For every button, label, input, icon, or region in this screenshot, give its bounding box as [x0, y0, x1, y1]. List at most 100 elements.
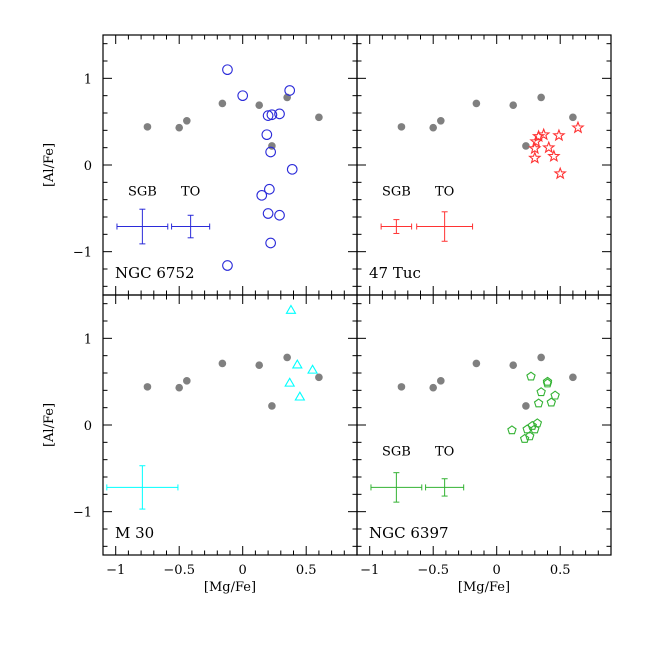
- reference-point: [429, 123, 438, 132]
- data-point: [542, 378, 553, 388]
- data-point: [542, 376, 553, 386]
- data-point: [536, 127, 551, 141]
- x-tick-label: 0: [493, 563, 501, 578]
- data-point: [264, 183, 275, 195]
- data-point: [294, 391, 306, 401]
- reference-point: [175, 123, 183, 132]
- data-point: [542, 140, 556, 154]
- data-point: [531, 129, 546, 143]
- error-bar-label: SGB: [382, 444, 411, 459]
- x-tick-label: −1: [360, 563, 379, 578]
- reference-point: [315, 373, 323, 382]
- reference-point: [255, 101, 264, 109]
- error-bar: [370, 472, 423, 503]
- data-point: [266, 109, 278, 121]
- error-bar: [116, 208, 169, 245]
- data-point: [262, 110, 274, 121]
- error-bar-label: SGB: [128, 184, 157, 199]
- x-axis-label-left: [Mg/Fe]: [204, 580, 256, 595]
- panel-frame: [102, 294, 358, 556]
- data-point: [536, 387, 546, 397]
- data-point: [547, 149, 561, 163]
- data-point: [530, 424, 540, 434]
- panel-name: M 30: [115, 524, 154, 542]
- x-tick-label: 0.5: [296, 563, 317, 578]
- reference-point: [537, 93, 545, 102]
- error-bar: [425, 478, 465, 497]
- reference-point: [218, 359, 227, 368]
- y-tick-label: 0: [84, 159, 92, 174]
- reference-point: [522, 402, 530, 410]
- data-point: [526, 371, 536, 381]
- panel-frame: [356, 294, 612, 556]
- x-tick-label: −0.5: [163, 563, 195, 578]
- x-tick-label: 0: [239, 563, 247, 578]
- reference-point: [569, 373, 577, 382]
- data-point: [285, 304, 297, 314]
- data-point: [262, 208, 274, 219]
- reference-point: [283, 353, 291, 362]
- data-point: [527, 420, 537, 430]
- panel-name: NGC 6752: [115, 264, 195, 282]
- data-point: [284, 85, 296, 96]
- error-bar: [171, 214, 211, 239]
- reference-point: [472, 99, 481, 108]
- data-point: [519, 433, 530, 443]
- data-point: [274, 108, 285, 120]
- error-bar-label: TO: [435, 184, 454, 199]
- y-tick-label: −1: [73, 506, 92, 521]
- reference-point: [175, 383, 183, 392]
- reference-point: [429, 383, 438, 392]
- y-tick-label: 1: [84, 332, 92, 347]
- x-tick-label: −1: [106, 563, 125, 578]
- error-bar-label: TO: [435, 444, 454, 459]
- data-point: [256, 189, 268, 201]
- tick-marks: [102, 295, 358, 555]
- tick-marks: [356, 295, 612, 555]
- data-point: [524, 431, 535, 441]
- reference-point: [569, 113, 577, 122]
- x-tick-label: −0.5: [417, 563, 449, 578]
- reference-point: [509, 361, 518, 370]
- reference-point: [183, 377, 191, 385]
- reference-point: [183, 117, 191, 125]
- reference-point: [397, 383, 406, 391]
- reference-point: [509, 101, 518, 109]
- error-bar: [380, 219, 413, 234]
- reference-point: [143, 123, 152, 131]
- data-point: [286, 163, 298, 175]
- data-point: [291, 359, 303, 369]
- data-point: [529, 134, 543, 148]
- panel-name: 47 Tuc: [369, 264, 421, 282]
- y-axis-label-top: [Al/Fe]: [42, 143, 57, 187]
- data-point: [528, 150, 542, 164]
- reference-point: [437, 377, 445, 385]
- panel-ngc-6397: SGB TO NGC 6397 −1 −0.5 0 0.5: [356, 294, 612, 578]
- reference-point: [522, 142, 530, 150]
- panel-name: NGC 6397: [369, 524, 449, 542]
- reference-point: [437, 117, 445, 125]
- data-point: [274, 209, 285, 221]
- data-point: [284, 377, 296, 387]
- data-point: [237, 90, 249, 102]
- tick-marks: [102, 35, 358, 295]
- data-point: [571, 120, 585, 134]
- reference-point: [315, 113, 323, 122]
- reference-point: [268, 402, 276, 410]
- data-point: [222, 64, 233, 76]
- x-tick-label: 0.5: [550, 563, 571, 578]
- data-point: [528, 141, 542, 155]
- data-point: [550, 390, 560, 400]
- data-point: [552, 128, 566, 142]
- data-point: [553, 166, 567, 180]
- y-tick-label: 1: [84, 72, 92, 87]
- data-point: [265, 237, 276, 249]
- y-axis-label-bottom: [Al/Fe]: [42, 403, 57, 447]
- tick-marks: [356, 35, 612, 295]
- x-axis-label-right: [Mg/Fe]: [458, 580, 510, 595]
